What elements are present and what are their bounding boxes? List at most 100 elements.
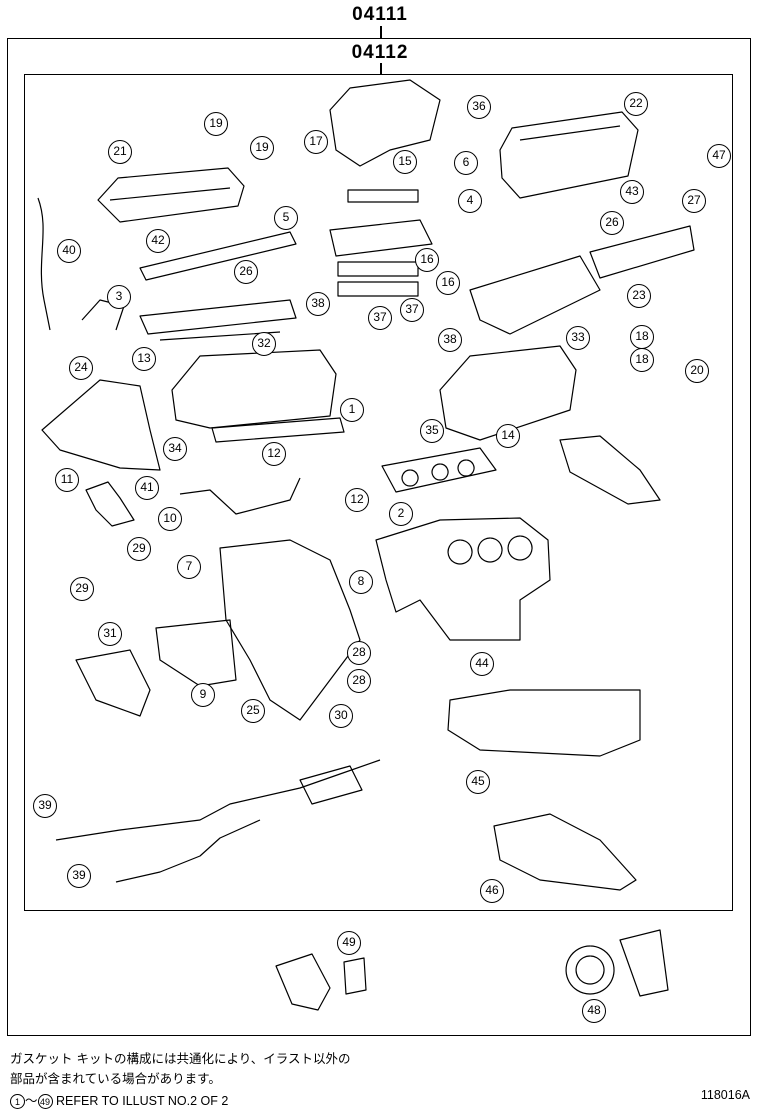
intake-plenum	[329, 79, 441, 167]
exhaust-pipe-lower	[115, 819, 261, 883]
exhaust-manifold-left	[41, 379, 161, 471]
part-callout-18: 18	[630, 348, 654, 372]
part-callout-46: 46	[480, 879, 504, 903]
cylinder-head-right	[439, 345, 577, 441]
part-callout-16: 16	[415, 248, 439, 272]
part-callout-27: 27	[682, 189, 706, 213]
part-callout-44: 44	[470, 652, 494, 676]
cover-gasket-left	[139, 231, 297, 281]
part-callout-38: 38	[306, 292, 330, 316]
part-callout-30: 30	[329, 704, 353, 728]
part-callout-26: 26	[600, 211, 624, 235]
timing-cover	[219, 539, 361, 721]
note-line-1: ガスケット キットの構成には共通化により、イラスト以外の	[10, 1051, 351, 1066]
part-callout-26: 26	[234, 260, 258, 284]
part-callout-6: 6	[454, 151, 478, 175]
head-cover-right	[499, 111, 639, 199]
part-callout-37: 37	[400, 298, 424, 322]
part-callout-41: 41	[135, 476, 159, 500]
head-gasket-left	[211, 417, 345, 443]
part-callout-45: 45	[466, 770, 490, 794]
part-callout-34: 34	[163, 437, 187, 461]
water-pump-gasket-9	[155, 619, 237, 687]
dipstick-tube	[37, 197, 51, 331]
cylinder-head-left	[171, 349, 337, 429]
part-callout-19: 19	[250, 136, 274, 160]
part-callout-9: 9	[191, 683, 215, 707]
part-callout-43: 43	[620, 180, 644, 204]
part-callout-13: 13	[132, 347, 156, 371]
title-leader-line	[380, 26, 382, 38]
part-callout-12: 12	[262, 442, 286, 466]
reference-line: 1～49 REFER TO ILLUST NO.2 OF 2	[10, 1090, 228, 1110]
part-callout-22: 22	[624, 92, 648, 116]
part-callout-4: 4	[458, 189, 482, 213]
thermostat-housing	[85, 481, 135, 527]
note-line-2: 部品が含まれている場合があります。	[10, 1071, 221, 1086]
part-callout-20: 20	[685, 359, 709, 383]
part-callout-29: 29	[70, 577, 94, 601]
part-callout-1: 1	[340, 398, 364, 422]
part-callout-47: 47	[707, 144, 731, 168]
rear-plate	[619, 929, 669, 997]
part-callout-25: 25	[241, 699, 265, 723]
part-callout-37: 37	[368, 306, 392, 330]
part-callout-24: 24	[69, 356, 93, 380]
part-callout-28: 28	[347, 641, 371, 665]
ref-range-separator: ～	[25, 1094, 38, 1108]
intake-manifold-left	[139, 299, 297, 341]
part-callout-39: 39	[33, 794, 57, 818]
oil-pan-upper	[447, 689, 641, 757]
part-callout-8: 8	[349, 570, 373, 594]
part-callout-49: 49	[337, 931, 361, 955]
engine-block	[375, 517, 551, 641]
muffler	[299, 765, 363, 805]
part-callout-2: 2	[389, 502, 413, 526]
water-pipe	[179, 477, 301, 515]
part-callout-36: 36	[467, 95, 491, 119]
part-callout-16: 16	[436, 271, 460, 295]
ref-start-circle: 1	[10, 1094, 25, 1110]
part-callout-48: 48	[582, 999, 606, 1023]
part-callout-40: 40	[57, 239, 81, 263]
title-04111: 04111	[352, 4, 408, 25]
part-callout-15: 15	[393, 150, 417, 174]
part-callout-3: 3	[107, 285, 131, 309]
part-callout-31: 31	[98, 622, 122, 646]
part-callout-12: 12	[345, 488, 369, 512]
rear-mount	[275, 953, 331, 1011]
intake-runners	[329, 219, 433, 257]
part-callout-14: 14	[496, 424, 520, 448]
part-callout-35: 35	[420, 419, 444, 443]
head-cover-left	[97, 167, 245, 223]
part-callout-21: 21	[108, 140, 132, 164]
title-inner-leader-line	[380, 63, 382, 74]
part-callout-32: 32	[252, 332, 276, 356]
manifold-gasket-16a	[337, 261, 419, 277]
part-callout-28: 28	[347, 669, 371, 693]
manifold-gasket-15	[347, 189, 419, 203]
head-gasket-2	[381, 447, 497, 493]
part-callout-18: 18	[630, 325, 654, 349]
figure-id: 118016A	[700, 1088, 750, 1102]
part-callout-11: 11	[55, 468, 79, 492]
manifold-gasket-16b	[337, 281, 419, 297]
part-callout-23: 23	[627, 284, 651, 308]
title-04112: 04112	[351, 42, 409, 63]
frame-inner	[24, 74, 733, 911]
part-callout-19: 19	[204, 112, 228, 136]
ref-end-circle: 49	[37, 1094, 53, 1110]
exhaust-manifold-right	[559, 435, 661, 505]
part-callout-10: 10	[158, 507, 182, 531]
exhaust-pipe	[55, 759, 381, 841]
part-callout-17: 17	[304, 130, 328, 154]
rear-seal-48	[565, 945, 615, 995]
part-callout-39: 39	[67, 864, 91, 888]
part-callout-38: 38	[438, 328, 462, 352]
part-callout-7: 7	[177, 555, 201, 579]
intake-manifold-right	[469, 255, 601, 335]
oil-pan-lower	[493, 813, 637, 891]
frame-outer	[7, 38, 751, 1036]
part-callout-29: 29	[127, 537, 151, 561]
